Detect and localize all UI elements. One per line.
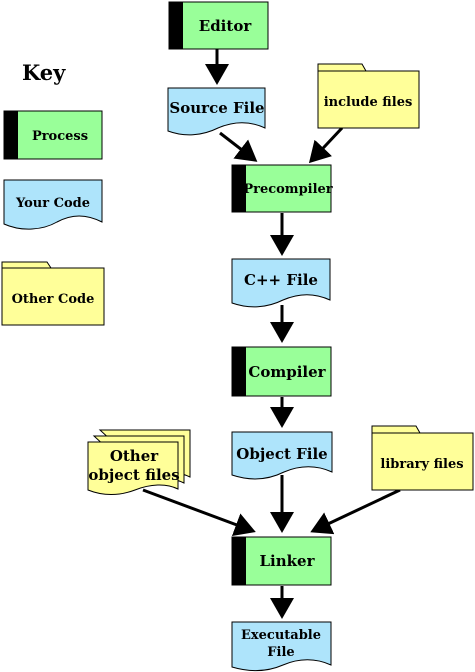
node-editor: Editor: [168, 1, 269, 50]
legend-your-code-shape: [3, 179, 103, 230]
cpp-file-label: C++ File: [244, 271, 318, 289]
editor-box: [168, 1, 269, 50]
editor-bar: [169, 2, 183, 49]
executable-file-label-line2: File: [267, 645, 294, 660]
cpp-file-shape: [231, 258, 331, 308]
library-files-label: library files: [380, 457, 463, 472]
library-files-tab: [371, 425, 421, 434]
arrow-other-objects-to-linker: [142, 488, 256, 536]
node-include-files: include files: [317, 63, 420, 129]
precompiler-label: Precompiler: [243, 182, 332, 197]
legend-other-code: Other Code: [1, 261, 105, 326]
legend-title: Key: [22, 60, 66, 85]
legend-process-label: Process: [32, 129, 88, 144]
linker-label: Linker: [260, 552, 316, 570]
library-files-box: [371, 432, 474, 491]
include-files-tab: [317, 63, 367, 72]
node-source-file: Source File: [167, 87, 266, 136]
precompiler-box: [231, 164, 332, 213]
executable-file-label-line1: Executable: [241, 628, 321, 643]
legend-other-code-tab: [1, 261, 52, 269]
include-files-label: include files: [324, 95, 413, 110]
arrow-include-to-precompiler: [308, 126, 344, 164]
linker-box: [231, 536, 332, 586]
precompiler-bar: [232, 165, 246, 212]
node-executable-file: Executable File: [231, 621, 332, 671]
node-precompiler: Precompiler: [231, 164, 333, 213]
legend-process: Process: [3, 110, 103, 160]
source-file-shape: [167, 87, 266, 136]
node-other-object-files: Other object files: [87, 429, 191, 495]
object-file-shape: [231, 431, 333, 480]
node-cpp-file: C++ File: [231, 258, 331, 308]
compiler-bar: [232, 347, 246, 396]
other-objects-label-line2: object files: [88, 466, 179, 484]
editor-label: Editor: [199, 17, 253, 35]
legend-process-bar: [4, 111, 18, 159]
node-compiler: Compiler: [231, 346, 332, 397]
arrow-library-to-linker: [310, 488, 401, 535]
linker-bar: [232, 537, 246, 585]
node-object-file: Object File: [231, 431, 333, 480]
node-library-files: library files: [371, 425, 474, 491]
compiler-box: [231, 346, 332, 397]
include-files-box: [317, 70, 420, 129]
other-objects-front-sheet: [87, 441, 179, 495]
arrow-source-to-precompiler: [219, 131, 258, 162]
compiler-label: Compiler: [248, 363, 326, 381]
node-linker: Linker: [231, 536, 332, 586]
object-file-label: Object File: [236, 445, 327, 463]
other-objects-label-line1: Other: [110, 447, 159, 465]
legend-other-code-box: [1, 267, 105, 326]
legend-your-code-label: Your Code: [15, 196, 90, 211]
arrows: [142, 48, 401, 619]
legend-process-box: [3, 110, 103, 160]
source-file-label: Source File: [169, 99, 264, 117]
legend-your-code: Your Code: [3, 179, 103, 230]
legend-other-code-label: Other Code: [12, 292, 95, 307]
executable-file-shape: [231, 621, 332, 671]
legend: Key Process Your Code Other Code: [1, 60, 105, 326]
